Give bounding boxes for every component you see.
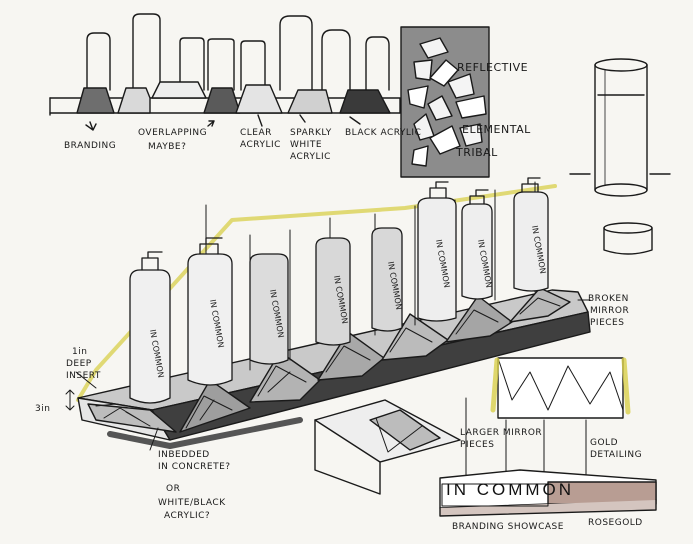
label-broken: BROKEN — [588, 294, 629, 304]
label-pieces: PIECES — [590, 318, 625, 328]
label-elemental: ELEMENTAL — [462, 123, 531, 136]
label-sparkly: SPARKLY — [290, 128, 332, 138]
label-sparkly-white: WHITE — [290, 140, 323, 150]
label-acrylic-q: ACRYLIC? — [164, 511, 211, 521]
label-clear-acrylic: ACRYLIC — [240, 140, 281, 150]
label-detailing: DETAILING — [590, 450, 643, 460]
label-maybe: MAYBE? — [148, 142, 187, 152]
label-larger-mirror: LARGER MIRROR — [460, 428, 543, 438]
label-overlapping: OVERLAPPING — [138, 128, 208, 138]
label-deep: DEEP — [66, 359, 92, 369]
label-gold: GOLD — [590, 438, 619, 448]
label-branding-showcase: BRANDING SHOWCASE — [452, 522, 564, 532]
label-black-acrylic: BLACK ACRYLIC — [345, 128, 422, 138]
label-mirror: MIRROR — [590, 306, 630, 316]
label-reflective: REFLECTIVE — [457, 61, 529, 74]
top-bottle-lineup — [49, 13, 401, 131]
label-insert: INSERT — [66, 371, 101, 381]
label-white-black: WHITE/BLACK — [158, 498, 226, 508]
label-clear: CLEAR — [240, 128, 272, 138]
label-3in: 3in — [35, 404, 51, 414]
label-tribal: TRIBAL — [456, 146, 498, 159]
label-1in: 1in — [72, 347, 88, 357]
label-larger-pieces: PIECES — [460, 440, 495, 450]
label-sparkly-acrylic: ACRYLIC — [290, 152, 331, 162]
label-branding: BRANDING — [64, 141, 117, 151]
brand-name-sign: IN COMMON — [446, 480, 575, 499]
label-inbedded: INBEDDED — [158, 450, 210, 460]
cylinder-sketch — [569, 58, 671, 255]
label-or: OR — [166, 484, 181, 494]
reflective-panel — [400, 26, 490, 178]
detail-sketch — [314, 357, 657, 517]
main-display: IN COMMON IN COMMON IN COMMON IN COMMON … — [65, 177, 591, 451]
label-rosegold: ROSEGOLD — [588, 518, 643, 528]
label-in-concrete: IN CONCRETE? — [158, 462, 231, 472]
